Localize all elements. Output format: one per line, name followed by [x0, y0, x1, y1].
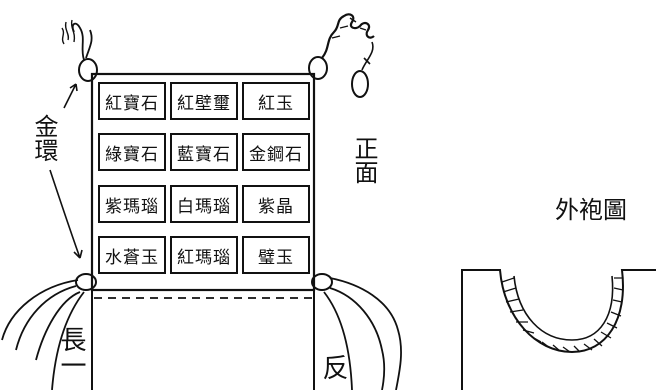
outer-robe-neck-inner: [513, 275, 614, 341]
top-right-pendant-cord: [361, 41, 374, 71]
stone-cell-r3c2: 白瑪瑙: [170, 185, 238, 223]
stone-cell-r4c3: 璧玉: [242, 236, 310, 274]
top-right-gold-ring: [308, 56, 328, 80]
bottom-right-gold-ring: [311, 273, 333, 291]
stone-cell-r1c3: 紅玉: [242, 82, 310, 120]
outer-robe-outline: [461, 269, 656, 390]
gold-ring-label: 金環: [30, 114, 58, 162]
arrow-to-top-ring: [63, 83, 78, 109]
stone-cell-r4c1: 水蒼玉: [98, 236, 166, 274]
top-right-braid-shading: [331, 17, 367, 39]
long-label: 長一: [56, 326, 86, 378]
arrow-to-bottom-ring: [49, 169, 83, 259]
stone-cell-r3c1: 紫瑪瑙: [98, 185, 166, 223]
top-left-cord: [71, 22, 93, 61]
stone-cell-r2c1: 綠寶石: [98, 133, 166, 171]
stone-cell-r2c2: 藍寶石: [170, 133, 238, 171]
bottom-right-cord-loop: [323, 277, 402, 390]
top-right-pendant: [351, 70, 369, 98]
stone-cell-r3c3: 紫晶: [242, 185, 310, 223]
stone-cell-r1c2: 紅壁璽: [170, 82, 238, 120]
top-left-tassel: [61, 19, 76, 45]
stone-cell-r4c2: 紅瑪瑙: [170, 236, 238, 274]
front-label: 正面: [350, 136, 378, 184]
top-right-braided-cord: [321, 13, 375, 59]
reverse-label: 反: [318, 354, 348, 380]
stone-cell-r1c1: 紅寶石: [98, 82, 166, 120]
bottom-left-gold-ring: [75, 273, 97, 291]
outer-robe-neck-hatching: [501, 277, 624, 353]
outer-robe-figure-label: 外袍圖: [555, 196, 627, 224]
stone-cell-r2c3: 金鋼石: [242, 133, 310, 171]
breastplate-frame: [90, 72, 316, 292]
bottom-left-cord-loop: [1, 279, 85, 390]
top-left-gold-ring: [78, 58, 98, 82]
